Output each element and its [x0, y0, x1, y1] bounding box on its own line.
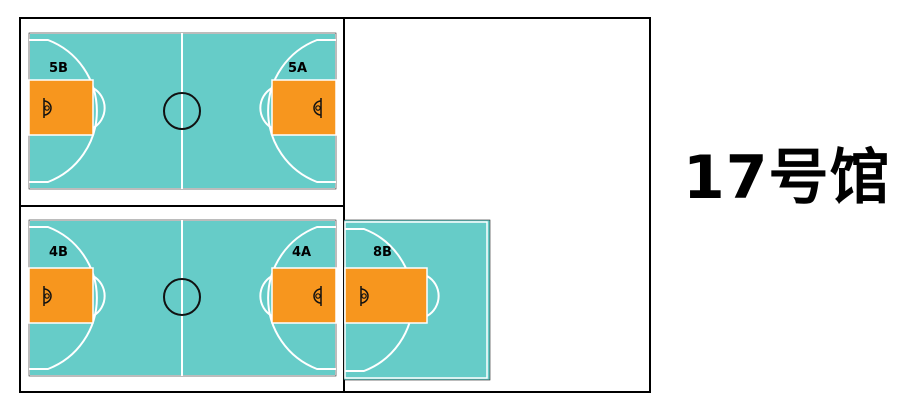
court-4: 4B 4A	[28, 219, 337, 377]
court-4A-three-point-arc	[267, 226, 336, 370]
court-8B: 8B	[343, 219, 491, 381]
court-4B-three-point-arc	[29, 226, 98, 370]
court-4B-key	[28, 267, 94, 324]
court-label-4A: 4A	[292, 245, 311, 260]
court-5A-key	[271, 79, 337, 136]
court-5B-three-point-arc	[29, 39, 98, 183]
court-5B-key	[28, 79, 94, 136]
court-label-5B: 5B	[49, 61, 68, 76]
court-label-8B: 8B	[373, 245, 392, 260]
court-4-center-circle	[163, 278, 201, 316]
court-label-5A: 5A	[288, 61, 307, 76]
court-5: 5B 5A	[28, 32, 337, 190]
court-8B-key	[344, 267, 428, 324]
court-4A-key	[271, 267, 337, 324]
court-5A-three-point-arc	[267, 39, 336, 183]
court-label-4B: 4B	[49, 245, 68, 260]
hall-title: 17号馆	[683, 143, 891, 213]
court-5-center-circle	[163, 92, 201, 130]
